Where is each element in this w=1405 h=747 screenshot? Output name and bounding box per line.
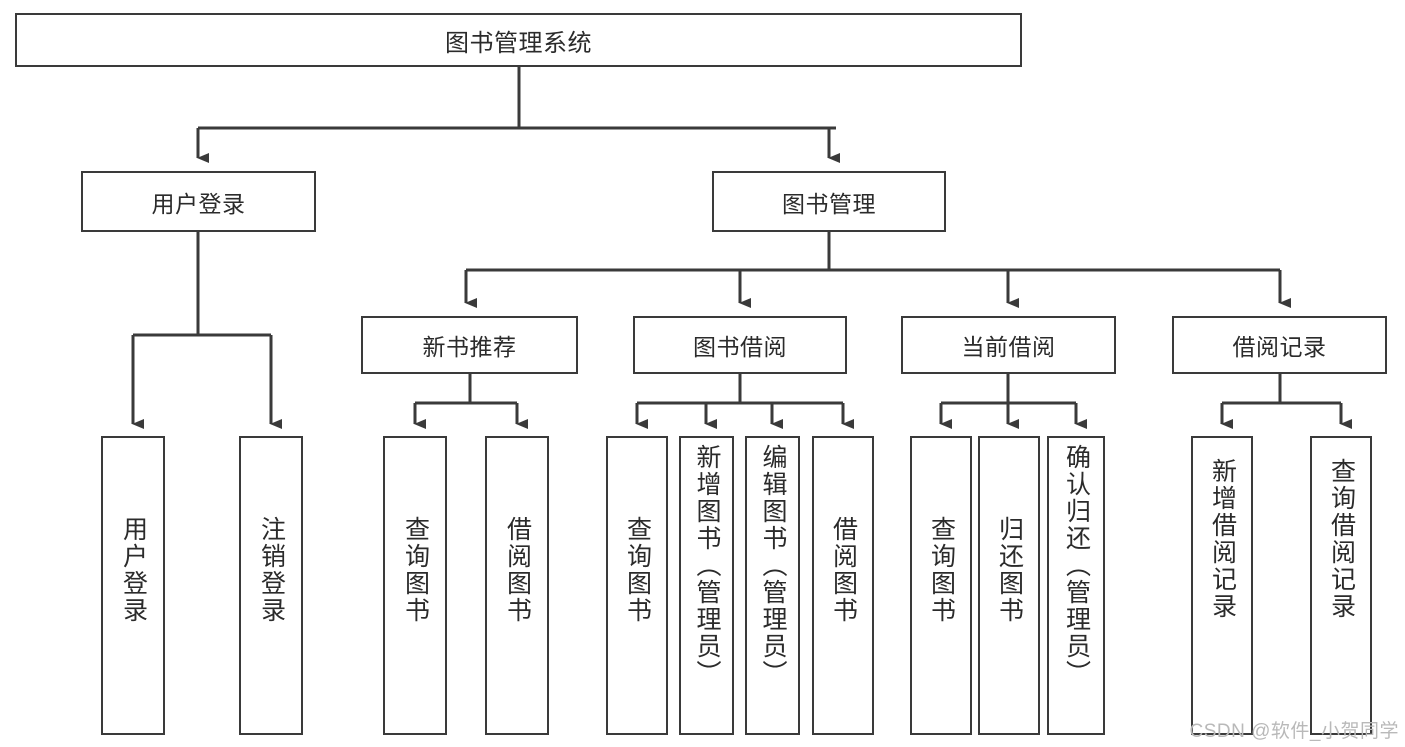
node-borrow-record[interactable]: 借阅记录 bbox=[1172, 316, 1387, 374]
node-leaf-confirm-return[interactable]: 确认归还（管理员） bbox=[1047, 436, 1105, 735]
node-current-borrow[interactable]: 当前借阅 bbox=[901, 316, 1116, 374]
node-leaf-borrow-book-1[interactable]: 借阅图书 bbox=[485, 436, 549, 735]
node-book-borrow-label: 图书借阅 bbox=[693, 334, 787, 360]
leaf-query-book-3-label: 查询图书 bbox=[927, 516, 956, 624]
node-leaf-add-book[interactable]: 新增图书（管理员） bbox=[679, 436, 734, 735]
node-current-borrow-label: 当前借阅 bbox=[961, 334, 1056, 360]
leaf-borrow-book-1-label: 借阅图书 bbox=[503, 516, 532, 624]
node-leaf-add-record[interactable]: 新增借阅记录 bbox=[1191, 436, 1253, 735]
leaf-logout-login-label: 注销登录 bbox=[257, 516, 286, 624]
node-book-manage-label: 图书管理 bbox=[782, 190, 876, 217]
leaf-borrow-book-2-label: 借阅图书 bbox=[829, 516, 858, 624]
leaf-confirm-return-label: 确认归还（管理员） bbox=[1062, 444, 1091, 687]
leaf-add-record-label: 新增借阅记录 bbox=[1208, 458, 1237, 620]
leaf-query-book-1-label: 查询图书 bbox=[401, 516, 430, 624]
node-new-book-recommend[interactable]: 新书推荐 bbox=[361, 316, 578, 374]
node-leaf-user-login[interactable]: 用户登录 bbox=[101, 436, 165, 735]
leaf-return-book-label: 归还图书 bbox=[995, 516, 1024, 624]
node-leaf-query-record[interactable]: 查询借阅记录 bbox=[1310, 436, 1372, 735]
leaf-user-login-label: 用户登录 bbox=[119, 516, 148, 624]
node-leaf-query-book-2[interactable]: 查询图书 bbox=[606, 436, 668, 735]
node-root[interactable]: 图书管理系统 bbox=[15, 13, 1022, 67]
node-new-book-recommend-label: 新书推荐 bbox=[422, 334, 517, 360]
node-leaf-borrow-book-2[interactable]: 借阅图书 bbox=[812, 436, 874, 735]
node-leaf-query-book-1[interactable]: 查询图书 bbox=[383, 436, 447, 735]
node-user-login-label: 用户登录 bbox=[151, 190, 246, 217]
leaf-add-book-label: 新增图书（管理员） bbox=[693, 444, 721, 687]
csdn-watermark: CSDN @软件_小贺同学 bbox=[1189, 721, 1399, 742]
node-borrow-record-label: 借阅记录 bbox=[1232, 334, 1327, 360]
node-leaf-edit-book[interactable]: 编辑图书（管理员） bbox=[745, 436, 800, 735]
leaf-edit-book-label: 编辑图书（管理员） bbox=[759, 444, 787, 687]
node-leaf-query-book-3[interactable]: 查询图书 bbox=[910, 436, 972, 735]
node-book-borrow[interactable]: 图书借阅 bbox=[633, 316, 847, 374]
leaf-query-record-label: 查询借阅记录 bbox=[1327, 458, 1356, 620]
node-leaf-return-book[interactable]: 归还图书 bbox=[978, 436, 1040, 735]
node-book-manage[interactable]: 图书管理 bbox=[712, 171, 946, 232]
node-leaf-logout-login[interactable]: 注销登录 bbox=[239, 436, 303, 735]
node-root-label: 图书管理系统 bbox=[445, 29, 592, 57]
node-user-login[interactable]: 用户登录 bbox=[81, 171, 316, 232]
leaf-query-book-2-label: 查询图书 bbox=[623, 516, 652, 624]
